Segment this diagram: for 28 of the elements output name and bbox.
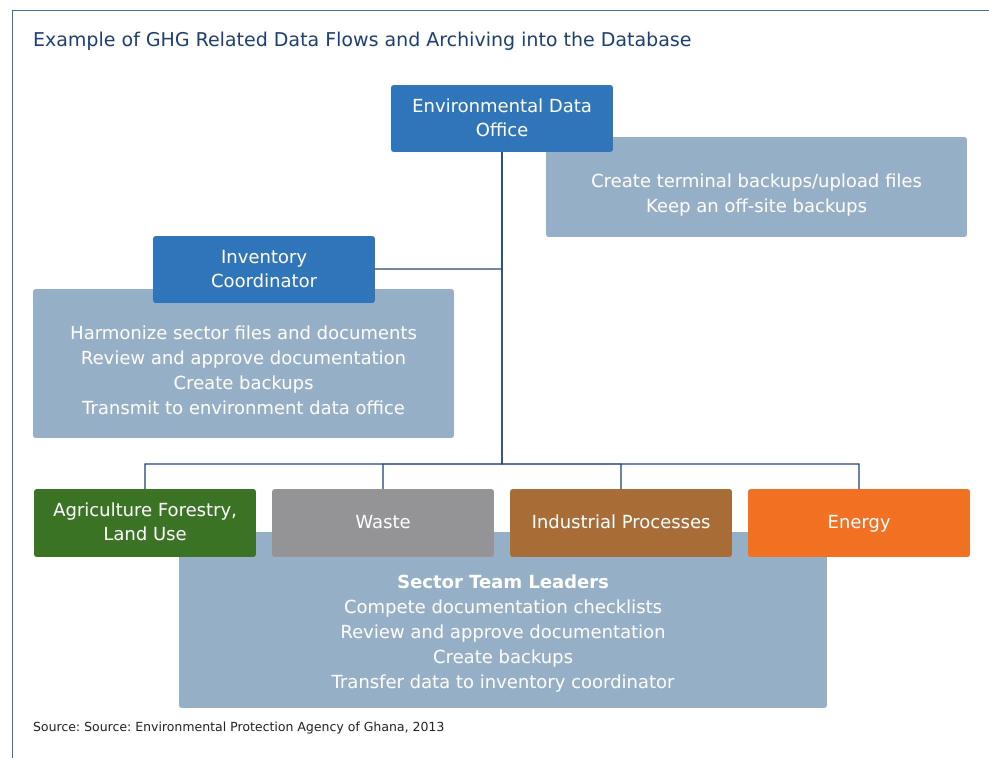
task-panel (33, 289, 454, 438)
office-box (391, 85, 613, 152)
box-text: Inventory Coordinator (210, 246, 318, 294)
sector-box (510, 489, 732, 557)
coordinator-box (153, 236, 375, 303)
box-text: Compete documentation checklists (344, 596, 662, 620)
panel-heading: Sector Team Leaders (397, 571, 609, 595)
box-text: Create backups (433, 646, 573, 670)
sector-box (748, 489, 970, 557)
box-text: Review and approve documentation (80, 346, 406, 370)
box-text: Transmit to environment data office (82, 396, 405, 420)
box-text: Environmental Data Office (411, 94, 593, 142)
box-text: Harmonize sector files and documents (70, 322, 417, 346)
box-text: Transfer data to inventory coordinator (332, 671, 674, 695)
box-text: Keep an off-site backups (646, 195, 867, 219)
box-text: Agriculture Forestry, Land Use (52, 499, 238, 547)
box-text: Waste (355, 511, 411, 535)
box-text: Create terminal backups/upload files (591, 170, 922, 194)
sector-box (272, 489, 494, 557)
box-text: Review and approve documentation (340, 621, 666, 645)
diagram-title: Example of GHG Related Data Flows and Archiving into the Database (33, 29, 692, 51)
sector-box (34, 489, 256, 557)
task-panel (546, 137, 967, 237)
box-text: Industrial Processes (532, 511, 710, 535)
connector-line (501, 152, 860, 489)
box-text: Energy (827, 511, 891, 535)
source-note: Source: Source: Environmental Protection Agency of Ghana, 2013 (33, 719, 444, 734)
box-text: Create backups (174, 372, 314, 396)
